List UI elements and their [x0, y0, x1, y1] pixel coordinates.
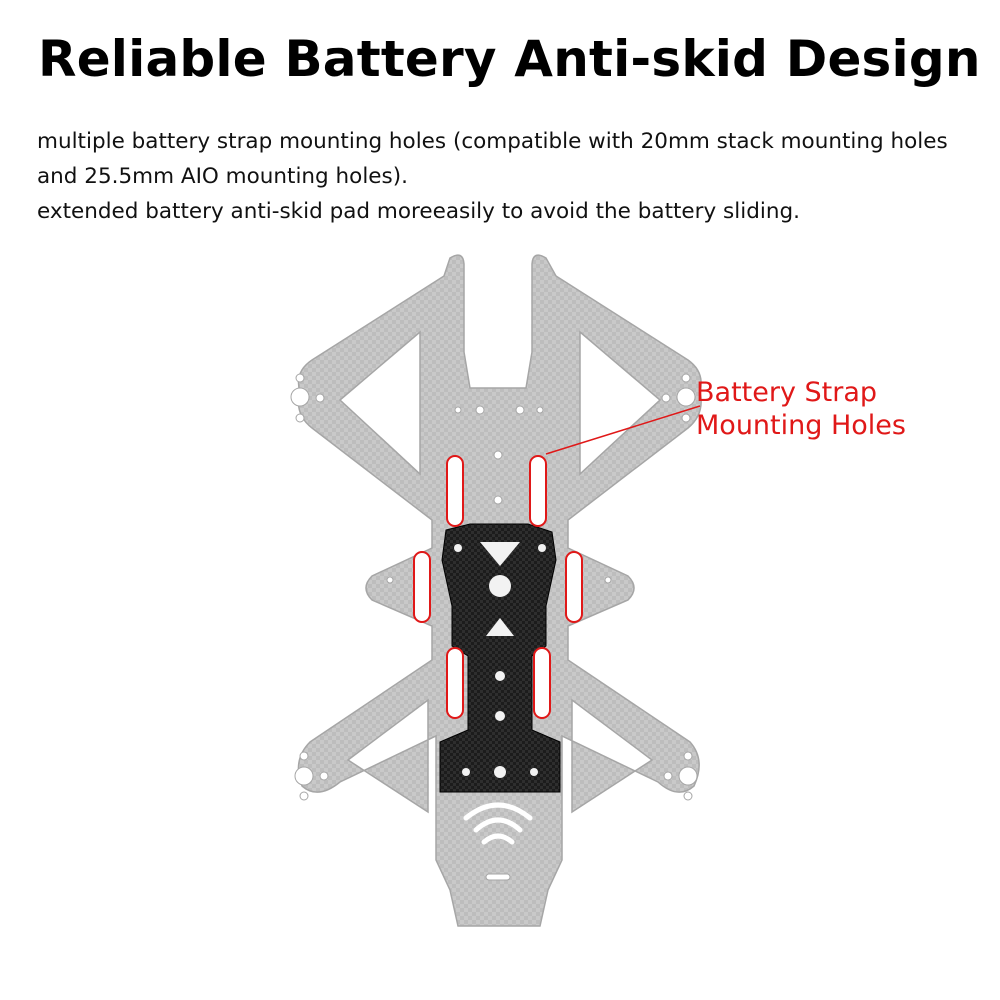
strap-slot	[529, 455, 547, 527]
callout-line-1: Battery Strap	[696, 377, 878, 408]
callout-label: Battery Strap Mounting Holes	[696, 376, 906, 442]
strap-slot	[446, 647, 464, 719]
description-line-2: extended battery anti-skid pad moreeasil…	[37, 199, 800, 224]
pad-outline	[439, 523, 561, 793]
strap-slot	[446, 455, 464, 527]
description: multiple battery strap mounting holes (c…	[37, 124, 977, 229]
battery-anti-skid-pad	[439, 523, 561, 793]
strap-slot	[533, 647, 551, 719]
strap-slot	[565, 551, 583, 623]
strap-slot	[413, 551, 431, 623]
description-line-1: multiple battery strap mounting holes (c…	[37, 129, 948, 189]
motor-mount-holes	[290, 373, 698, 801]
pad-holes	[454, 542, 546, 778]
frame-small-holes	[386, 405, 612, 881]
rear-slot-cutouts	[463, 802, 533, 845]
callout-line-2: Mounting Holes	[696, 410, 906, 441]
strap-slots	[413, 455, 583, 719]
callout-leader-line	[545, 405, 701, 455]
page-title: Reliable Battery Anti-skid Design	[38, 30, 981, 88]
